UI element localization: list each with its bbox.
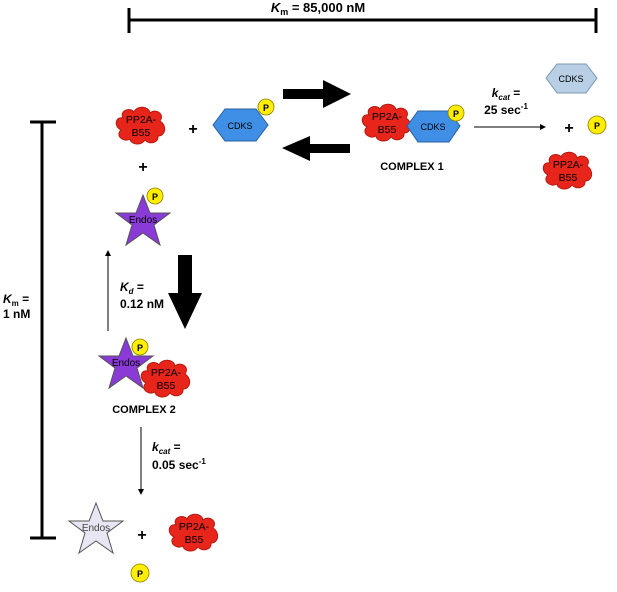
svg-text:B55: B55 [378, 124, 397, 136]
pp2a-b55-released-1: PP2A- B55 [542, 151, 593, 190]
svg-text:B55: B55 [132, 127, 151, 139]
svg-text:Endos: Endos [129, 215, 157, 226]
km-top-label: Km = 85,000 nM [271, 0, 365, 17]
svg-text:CDKS: CDKS [420, 122, 445, 132]
svg-text:P: P [263, 103, 269, 113]
reverse-arrow [282, 136, 350, 161]
dissociation-arrow [105, 250, 111, 331]
phosphate-icon [131, 338, 149, 356]
svg-text:P: P [453, 109, 459, 119]
svg-text:Endos: Endos [112, 358, 140, 369]
phosphate-icon [146, 187, 164, 205]
kcat1-label: kcat = [492, 86, 521, 102]
endos-dephosphorylated: Endos [68, 502, 124, 554]
complex-1: PP2A- B55 CDKS P [361, 103, 465, 143]
svg-text:PP2A-: PP2A- [553, 159, 584, 171]
kcat1-value: 25 sec-1 [484, 102, 528, 117]
plus-sign: + [138, 159, 147, 176]
free-phosphate: P [130, 563, 150, 583]
endos-phosphorylated: Endos P [115, 187, 171, 246]
svg-text:B55: B55 [157, 380, 176, 392]
kcat2-label: kcat = [152, 440, 181, 456]
svg-text:B55: B55 [559, 172, 578, 184]
svg-text:P: P [137, 343, 143, 353]
km-top-bracket [127, 8, 598, 33]
kcat2-value: 0.05 sec-1 [152, 457, 206, 472]
kcat2-arrow [138, 427, 144, 495]
svg-text:CDKS: CDKS [558, 74, 583, 84]
association-arrow [168, 255, 202, 329]
plus-sign: + [564, 120, 573, 137]
phosphate-icon [130, 563, 150, 583]
svg-text:P: P [152, 192, 158, 202]
plus-sign: + [188, 121, 197, 138]
pp2a-b55-released-2: PP2A- B55 [168, 513, 219, 552]
svg-text:Endos: Endos [82, 523, 110, 534]
km-left-bracket [30, 120, 56, 540]
km-left-label: Km = [3, 292, 29, 308]
cdks-phosphorylated: CDKS P [212, 98, 275, 142]
svg-text:P: P [137, 569, 143, 579]
kd-label: Kd = [120, 280, 144, 296]
kcat1-arrow [474, 124, 546, 130]
complex-2: Endos P PP2A- B55 [98, 337, 191, 398]
kd-value: 0.12 nM [120, 297, 164, 311]
free-phosphate: P [587, 115, 607, 135]
complex-1-label: COMPLEX 1 [380, 161, 444, 173]
svg-text:PP2A-: PP2A- [372, 111, 403, 123]
phosphate-icon [587, 115, 607, 135]
phosphate-icon [257, 98, 275, 116]
km-left-value: 1 nM [3, 307, 30, 321]
forward-arrow [283, 80, 351, 108]
svg-text:PP2A-: PP2A- [179, 521, 210, 533]
svg-text:P: P [594, 121, 600, 131]
complex-2-label: COMPLEX 2 [112, 404, 176, 416]
svg-text:CDKS: CDKS [227, 121, 252, 131]
phosphate-icon [447, 104, 465, 122]
svg-text:B55: B55 [185, 534, 204, 546]
svg-text:PP2A-: PP2A- [126, 114, 157, 126]
plus-sign: + [137, 527, 146, 544]
svg-text:PP2A-: PP2A- [151, 367, 182, 379]
cdks-dephosphorylated: CDKS [545, 63, 598, 94]
pp2a-b55-free: PP2A- B55 [115, 106, 166, 145]
